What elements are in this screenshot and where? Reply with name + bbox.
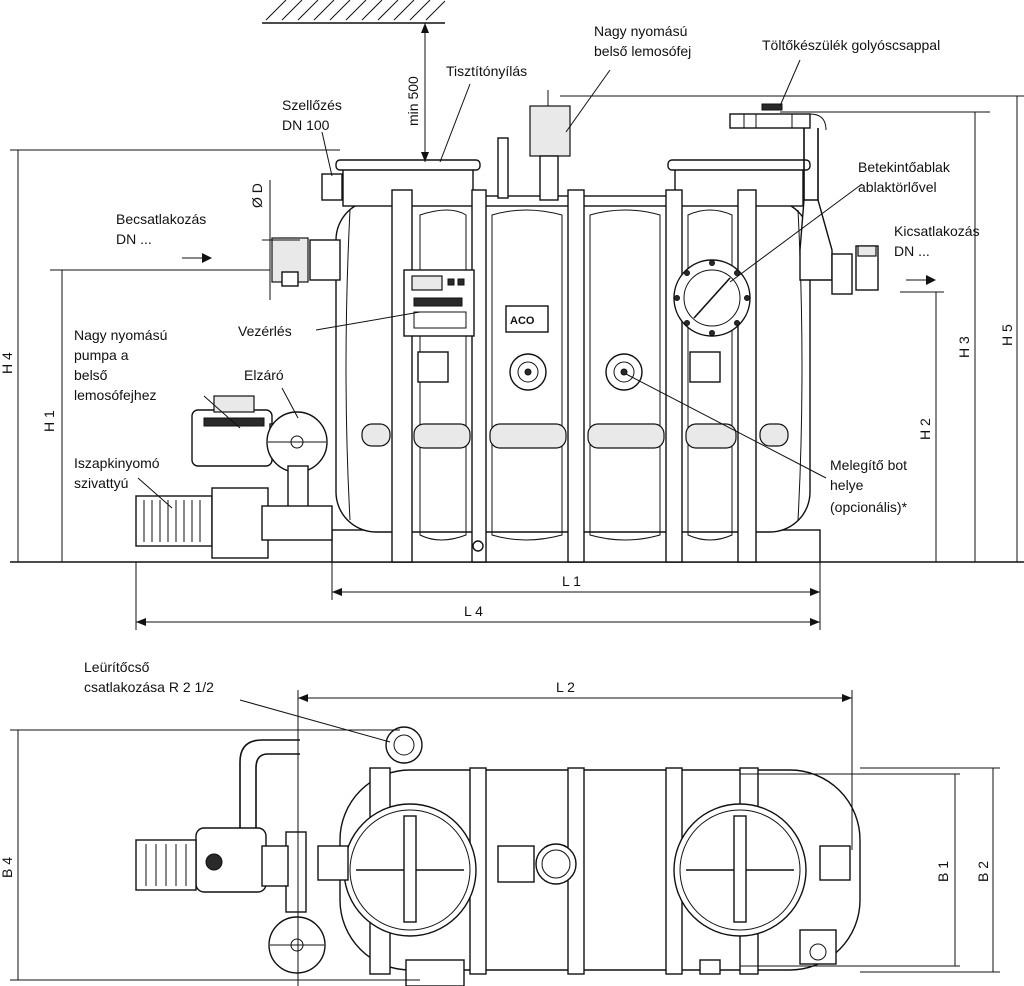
labels: Tisztítónyílás Nagy nyomású belső lemosó… <box>0 23 1015 882</box>
side-leader-lines <box>137 59 863 509</box>
dim-h2: H 2 <box>917 418 933 440</box>
label-szellozes-1: Szellőzés <box>282 97 342 113</box>
label-pumpa-3: belső <box>74 367 108 383</box>
label-kicsatlakozas-1: Kicsatlakozás <box>894 223 980 239</box>
dim-h3: H 3 <box>956 336 972 358</box>
label-becsatlakozas-1: Becsatlakozás <box>116 211 206 227</box>
dim-h1: H 1 <box>41 410 57 432</box>
label-betekinto-2: ablaktörlővel <box>858 179 937 195</box>
ceiling-hatch <box>262 0 446 24</box>
sludge-pump <box>135 487 333 559</box>
label-melegito-3: (opcionális)* <box>830 499 908 515</box>
label-kicsatlakozas-2: DN ... <box>894 243 930 259</box>
label-leurito-2: csatlakozása R 2 1/2 <box>84 679 214 695</box>
label-pumpa-2: pumpa a <box>74 347 129 363</box>
label-betekinto-1: Betekintőablak <box>858 159 951 175</box>
dim-l4: L 4 <box>464 603 483 619</box>
label-iszap-2: szivattyú <box>74 475 128 491</box>
label-tisztitonyilas: Tisztítónyílás <box>446 63 527 79</box>
top-dimensions <box>10 690 1000 986</box>
dim-b1: B 1 <box>935 861 951 882</box>
dim-l1: L 1 <box>562 573 581 589</box>
label-min500: min 500 <box>405 76 421 126</box>
dim-h5: H 5 <box>999 324 1015 346</box>
label-melegito-2: helye <box>830 477 864 493</box>
label-od: Ø D <box>249 183 265 208</box>
label-vezerles: Vezérlés <box>238 323 292 339</box>
brand-label: ACO <box>510 315 535 327</box>
label-lemosofej-1: Nagy nyomású <box>594 23 687 39</box>
separator-tank-side-view: ACO <box>271 90 879 563</box>
dim-b2: B 2 <box>975 861 991 882</box>
filling-valve <box>729 103 827 131</box>
label-elzaro: Elzáró <box>244 367 284 383</box>
label-lemosofej-2: belső lemosófej <box>594 43 691 59</box>
label-pumpa-1: Nagy nyomású <box>74 327 167 343</box>
label-becsatlakozas-2: DN ... <box>116 231 152 247</box>
dim-b4: B 4 <box>0 857 15 878</box>
label-melegito-1: Melegítő bot <box>830 457 907 473</box>
control-panel <box>403 269 475 337</box>
viewing-window <box>673 259 751 337</box>
side-dimensions <box>10 23 1024 630</box>
separator-tank-top-view <box>135 726 861 986</box>
label-pumpa-4: lemosófejhez <box>74 387 157 403</box>
dim-l2: L 2 <box>556 679 575 695</box>
label-iszap-1: Iszapkinyomó <box>74 455 160 471</box>
label-szellozes-2: DN 100 <box>282 117 330 133</box>
label-leurito-1: Leürítőcső <box>84 659 150 675</box>
dim-h4: H 4 <box>0 352 15 374</box>
label-toltokeszulek: Töltőkészülék golyóscsappal <box>762 37 940 53</box>
